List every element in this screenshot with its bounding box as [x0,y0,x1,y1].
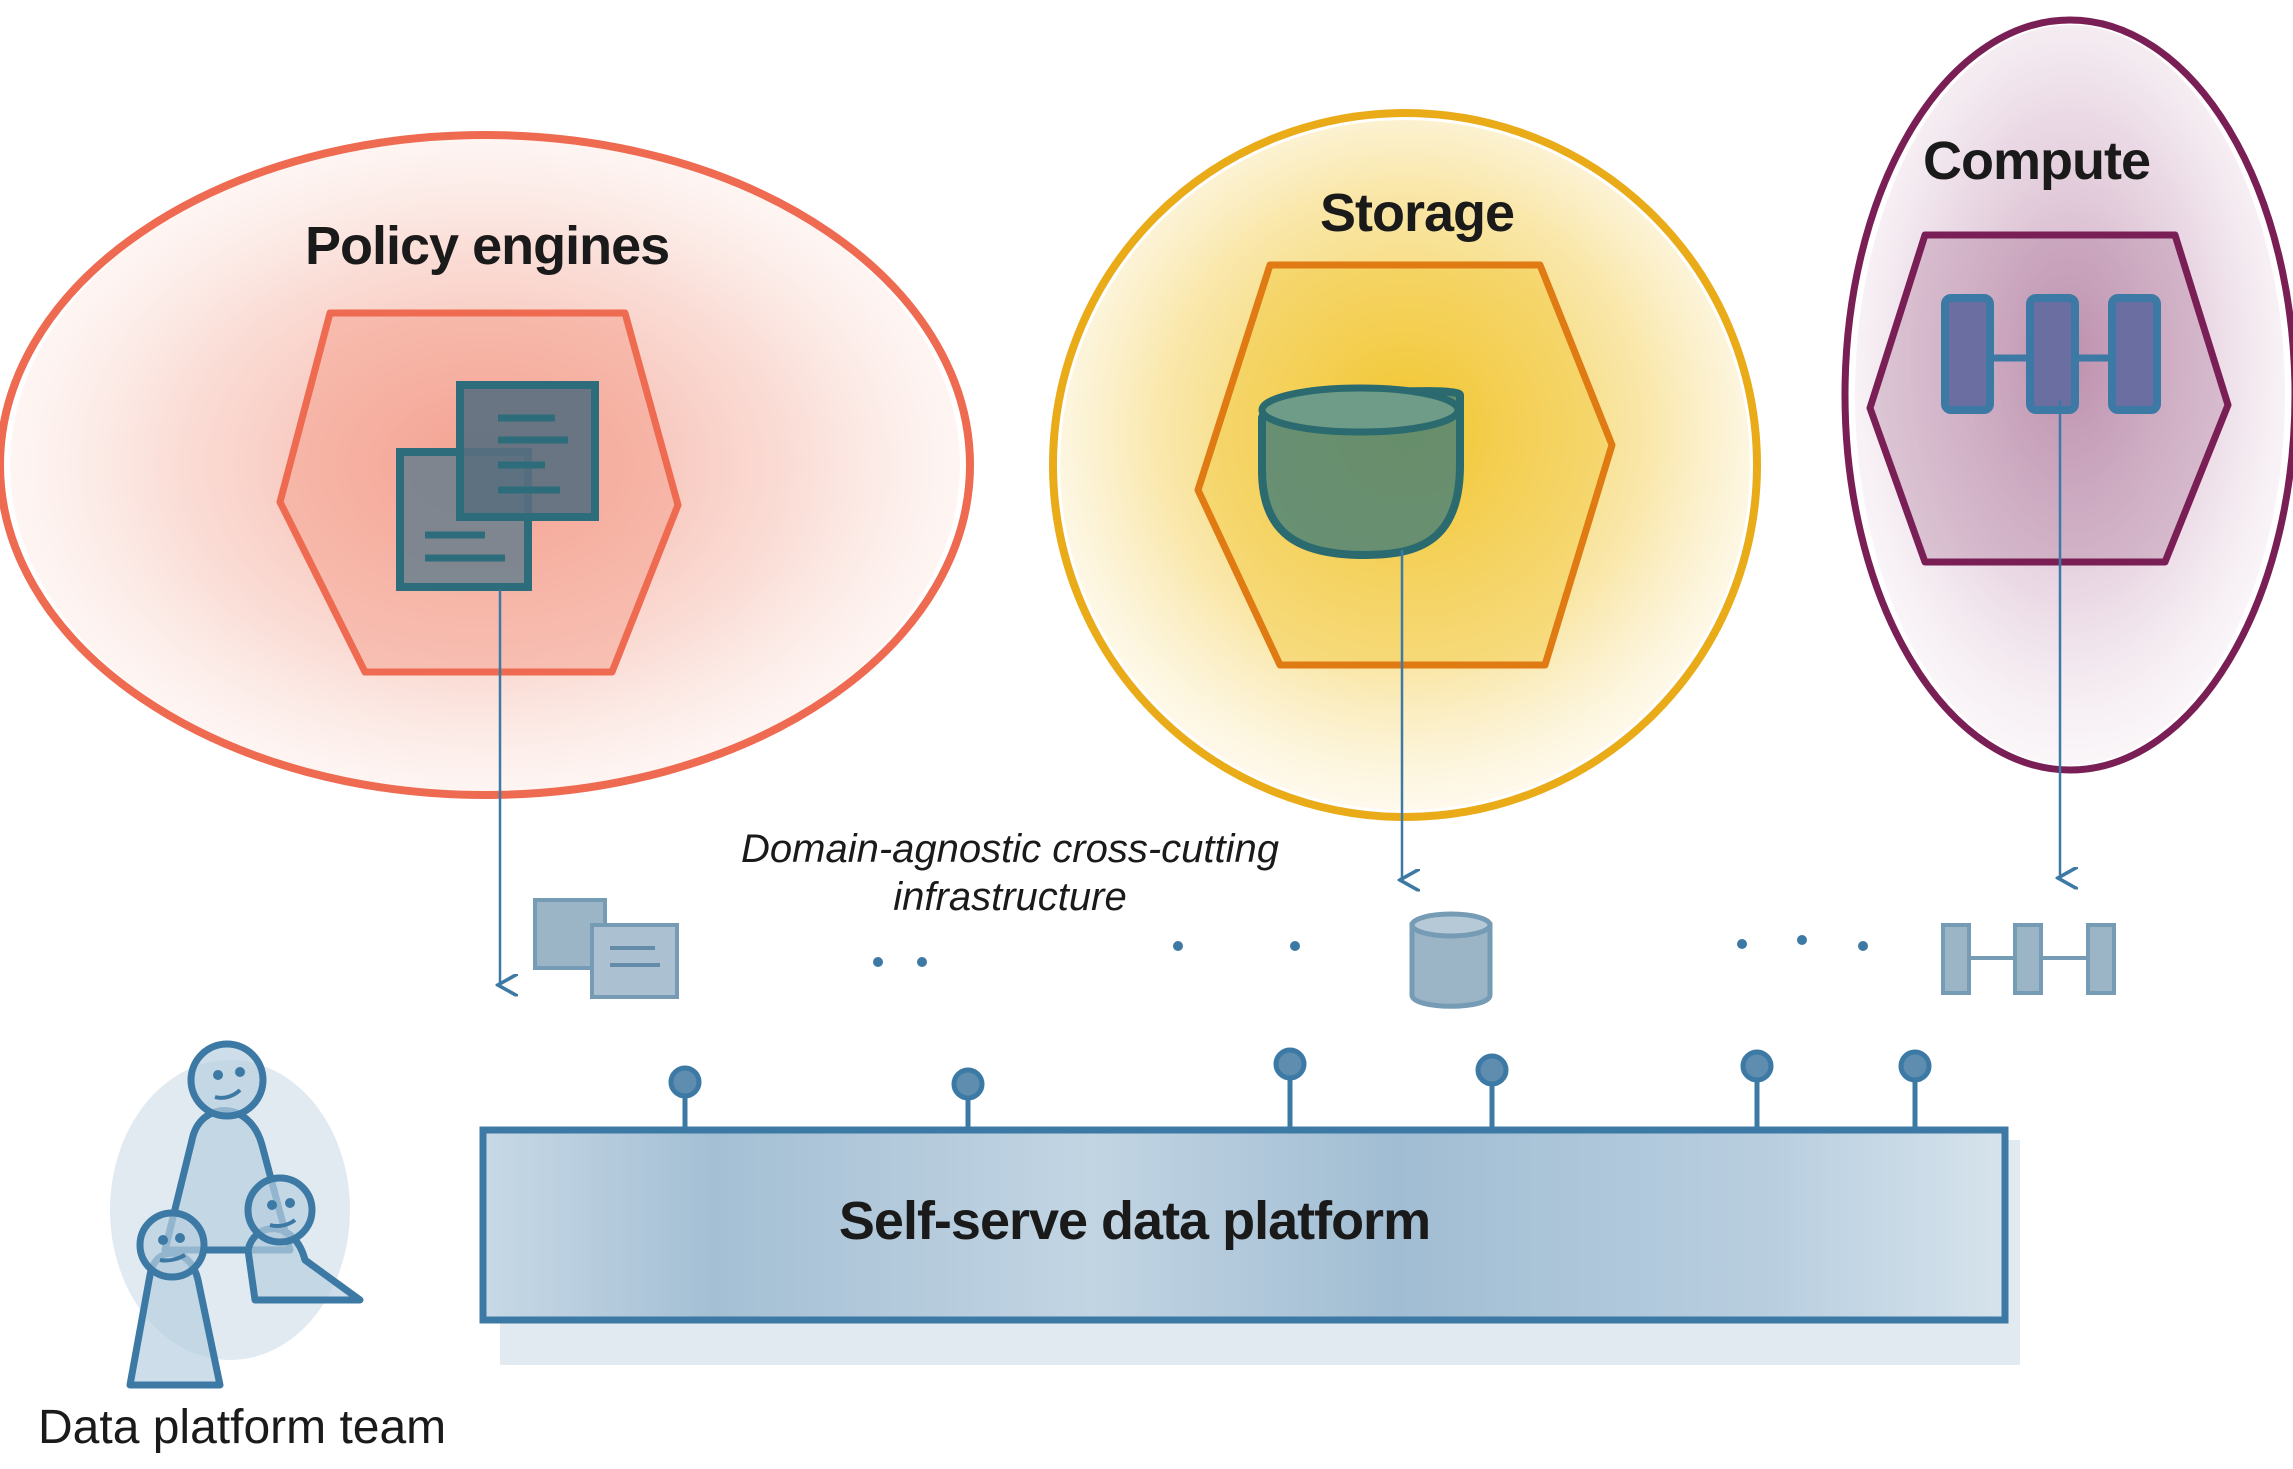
infrastructure-label: Domain-agnostic cross-cutting infrastruc… [720,825,1300,921]
small-compute-icon [1941,923,2116,995]
platform-group [479,1047,2020,1365]
storage-label: Storage [1320,183,1515,243]
policy-engines-group [0,131,974,985]
small-storage-icon [1409,911,1493,1009]
platform-pins [668,1047,1932,1130]
policy-ellipse [0,131,974,799]
platform-label: Self-serve data platform [838,1191,1431,1251]
ellipsis-dots [873,935,1868,967]
platform-bar [479,1126,2009,1324]
small-documents-icon [533,898,679,999]
team-label: Data platform team [38,1401,447,1454]
compute-ellipse [1841,16,2293,774]
compute-group [1841,16,2293,878]
compute-label: Compute [1923,131,2151,191]
storage-bucket-icon [1258,384,1464,560]
storage-circle [1049,109,1761,821]
documents-icon [396,381,599,591]
policy-engines-label: Policy engines [305,216,670,276]
infrastructure-label-line2: infrastructure [893,875,1127,919]
team-figures-icon [110,1040,364,1389]
infrastructure-label-line1: Domain-agnostic cross-cutting [741,827,1279,871]
compute-nodes-icon [1941,294,2161,414]
storage-group [1049,109,1761,880]
